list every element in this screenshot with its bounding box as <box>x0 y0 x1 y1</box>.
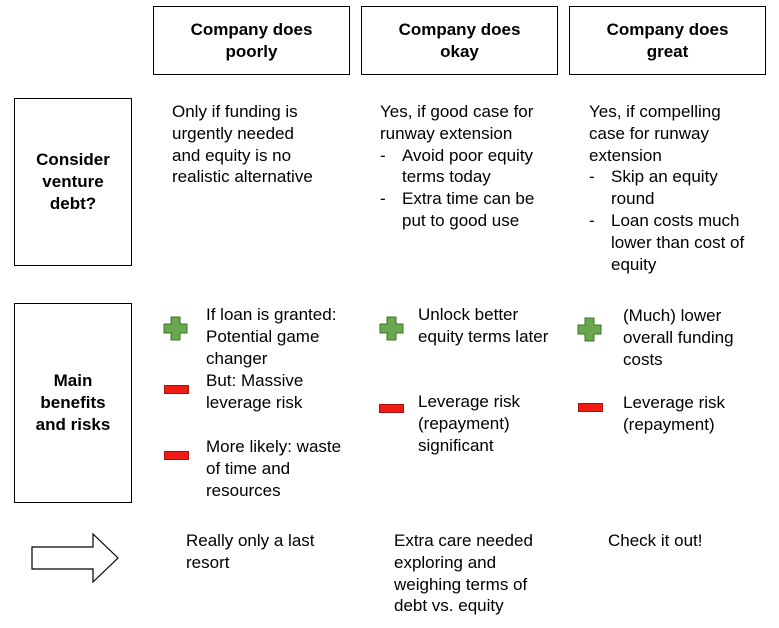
text-line: Leverage risk <box>623 393 726 412</box>
row-label-benefits-text: Main benefits and risks <box>35 371 111 434</box>
text-line: Potential game <box>206 326 320 346</box>
text-line: But: Massive <box>206 371 304 390</box>
text-line: Yes, if good case for <box>380 102 534 121</box>
consider-great-cell: Yes, if compelling case for runway exten… <box>589 101 774 275</box>
plus-icon <box>379 316 404 341</box>
benefit-poorly-plus: If loan is granted: Potential game chang… <box>206 304 371 369</box>
text-line: resort <box>186 552 230 572</box>
bullet-item: Extra time can be put to good use <box>380 188 570 232</box>
header-poorly-text: Company does poorly <box>190 19 313 61</box>
row-label-consider-text: Consider venture debt? <box>36 150 110 213</box>
minus-icon <box>578 403 603 412</box>
bullet-item: Skip an equity round <box>589 166 774 210</box>
plus-icon <box>163 316 188 341</box>
text-line: extension <box>589 145 662 165</box>
risk-great-minus: Leverage risk (repayment) <box>623 392 773 436</box>
consider-okay-cell: Yes, if good case for runway extension A… <box>380 101 570 232</box>
text-line: leverage risk <box>206 392 303 412</box>
text-line: Unlock better <box>418 305 519 324</box>
text-line: round <box>611 189 655 209</box>
row-label-benefits: Main benefits and risks <box>14 303 132 503</box>
text-line: Check it out! <box>608 531 703 550</box>
text-line: runway extension <box>380 123 513 143</box>
text-line: and equity is no <box>172 145 292 165</box>
text-line: put to good use <box>402 210 520 230</box>
row-label-consider: Consider venture debt? <box>14 98 132 266</box>
text-line: Loan costs much <box>611 210 740 230</box>
text-line: debt vs. equity <box>394 596 504 616</box>
conclusion-great: Check it out! <box>608 530 768 552</box>
benefit-okay-plus: Unlock better equity terms later <box>418 304 578 348</box>
consider-poorly-cell: Only if funding is urgently needed and e… <box>172 101 352 188</box>
header-company-great: Company does great <box>569 6 766 75</box>
conclusion-poorly: Really only a last resort <box>186 530 356 574</box>
header-company-poorly: Company does poorly <box>153 6 350 75</box>
text-line: of time and <box>206 458 291 478</box>
text-line: (repayment) <box>418 413 510 433</box>
text-line: If loan is granted: <box>206 305 337 324</box>
minus-icon <box>164 385 189 394</box>
text-line: changer <box>206 348 268 368</box>
text-line: terms today <box>402 167 491 187</box>
text-line: More likely: waste <box>206 437 342 456</box>
text-line: realistic alternative <box>172 167 313 187</box>
text-line: significant <box>418 435 494 455</box>
risk-okay-minus: Leverage risk (repayment) significant <box>418 391 578 456</box>
text-line: weighing terms of <box>394 574 528 594</box>
minus-icon <box>379 404 404 413</box>
bullet-item: Avoid poor equity terms today <box>380 145 570 189</box>
right-arrow-icon <box>31 532 119 584</box>
risk-poorly-minus-1: But: Massive leverage risk <box>206 370 371 414</box>
text-line: Skip an equity <box>611 167 718 187</box>
risk-poorly-minus-2: More likely: waste of time and resources <box>206 436 371 501</box>
text-line: costs <box>623 349 663 369</box>
text-line: case for runway <box>589 123 709 143</box>
benefit-great-plus: (Much) lower overall funding costs <box>623 305 773 370</box>
text-line: (Much) lower <box>623 306 722 325</box>
header-company-okay: Company does okay <box>361 6 558 75</box>
header-great-text: Company does great <box>606 19 729 61</box>
text-line: Extra care needed <box>394 531 533 550</box>
text-line: resources <box>206 480 281 500</box>
text-line: lower than cost of <box>611 232 745 252</box>
text-line: urgently needed <box>172 123 294 143</box>
text-line: Extra time can be <box>402 189 535 209</box>
minus-icon <box>164 451 189 460</box>
text-line: overall funding <box>623 327 734 347</box>
text-line: Avoid poor equity <box>402 145 534 165</box>
header-okay-text: Company does okay <box>398 19 521 61</box>
text-line: (repayment) <box>623 414 715 434</box>
text-line: Leverage risk <box>418 392 521 411</box>
text-line: Yes, if compelling <box>589 102 721 121</box>
text-line: equity terms later <box>418 326 549 346</box>
text-line: exploring and <box>394 552 497 572</box>
text-line: Only if funding is <box>172 102 298 121</box>
text-line: Really only a last <box>186 531 315 550</box>
plus-icon <box>577 317 602 342</box>
conclusion-okay: Extra care needed exploring and weighing… <box>394 530 569 617</box>
text-line: equity <box>611 254 657 274</box>
bullet-item: Loan costs much lower than cost of equit… <box>589 210 774 275</box>
